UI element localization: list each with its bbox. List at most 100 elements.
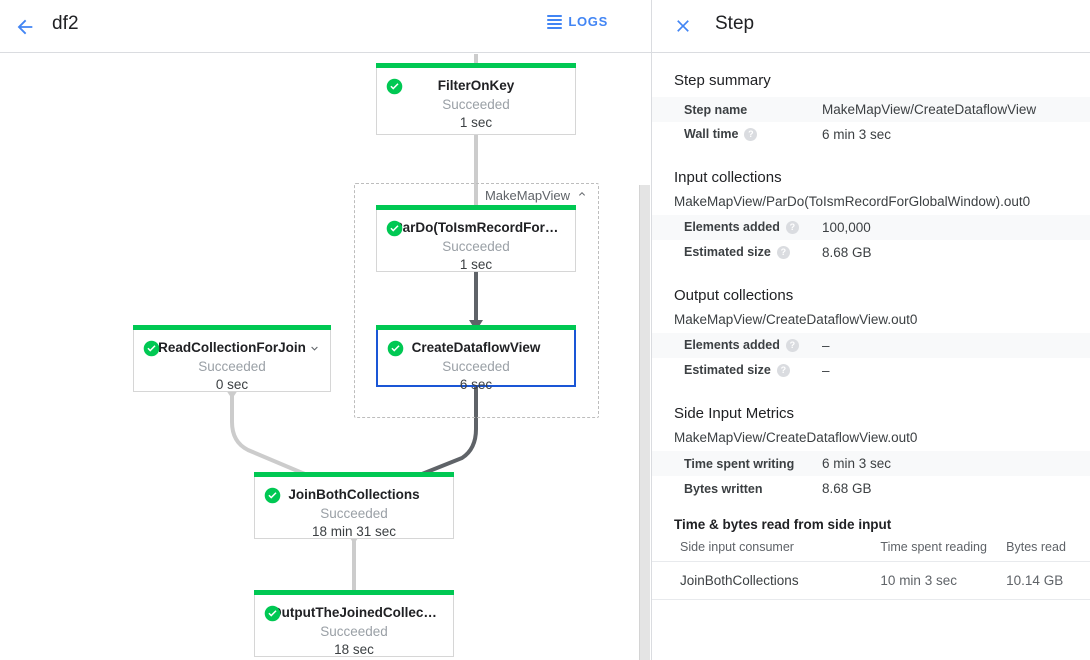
node-name: JoinBothCollections bbox=[288, 487, 420, 502]
step-summary-table: Step name MakeMapView/CreateDataflowView… bbox=[652, 97, 1090, 147]
row-key: Step name bbox=[684, 102, 748, 117]
check-circle-icon bbox=[264, 605, 281, 622]
check-circle-icon bbox=[264, 487, 281, 504]
row-value: – bbox=[822, 338, 830, 353]
status-bar-success bbox=[133, 325, 331, 330]
side-input-consumers-table: Side input consumer Time spent reading B… bbox=[652, 536, 1090, 600]
chevron-up-icon[interactable] bbox=[576, 188, 588, 203]
output-collections-table: Elements added? – Estimated size? – bbox=[652, 333, 1090, 383]
graph-canvas[interactable]: MakeMapView FilterOnKey bbox=[0, 54, 652, 660]
table-row: Wall time? 6 min 3 sec bbox=[652, 122, 1090, 147]
node-name: ReadCollectionForJoin bbox=[158, 340, 306, 355]
column-header-side-input-consumer: Side input consumer bbox=[652, 536, 881, 562]
input-collections-table: Elements added? 100,000 Estimated size? … bbox=[652, 215, 1090, 265]
cell-bytes-read: 10.14 GB bbox=[1006, 561, 1090, 600]
check-circle-icon bbox=[387, 340, 404, 357]
graph-node-read-collection-for-join[interactable]: ReadCollectionForJoin Succeeded 0 sec bbox=[133, 325, 331, 392]
table-row: Elements added? 100,000 bbox=[652, 215, 1090, 240]
panel-title: Step bbox=[715, 13, 755, 34]
section-heading-input-collections: Input collections bbox=[674, 169, 782, 186]
page-title: df2 bbox=[52, 13, 79, 34]
node-status: Succeeded bbox=[442, 97, 510, 112]
status-bar-success bbox=[376, 205, 576, 210]
node-duration: 0 sec bbox=[215, 377, 249, 392]
node-status: Succeeded bbox=[198, 359, 266, 374]
logs-list-icon bbox=[547, 14, 563, 29]
help-icon[interactable]: ? bbox=[744, 127, 758, 141]
node-name: ParDo(ToIsmRecordFor… bbox=[393, 220, 559, 235]
table-header-row: Side input consumer Time spent reading B… bbox=[652, 536, 1090, 562]
top-app-bar: df2 LOGS bbox=[0, 0, 652, 53]
table-row: Elements added? – bbox=[652, 333, 1090, 358]
row-key: Elements added bbox=[684, 338, 780, 353]
row-value: 6 min 3 sec bbox=[822, 456, 892, 471]
subsection-heading-time-bytes-read: Time & bytes read from side input bbox=[674, 517, 892, 532]
group-make-map-view[interactable]: MakeMapView bbox=[354, 183, 599, 418]
group-label-make-map-view[interactable]: MakeMapView bbox=[485, 188, 588, 203]
node-duration: 18 min 31 sec bbox=[311, 524, 397, 539]
node-status: Succeeded bbox=[442, 359, 510, 374]
node-duration: 6 sec bbox=[459, 377, 493, 392]
node-duration: 18 sec bbox=[334, 642, 374, 657]
row-key: Bytes written bbox=[684, 481, 763, 496]
status-bar-success bbox=[376, 63, 576, 68]
help-icon[interactable]: ? bbox=[785, 220, 799, 234]
status-bar-success bbox=[254, 472, 454, 477]
status-bar-success bbox=[254, 590, 454, 595]
panel-header: Step bbox=[652, 0, 1090, 53]
row-value: 100,000 bbox=[822, 220, 871, 235]
help-icon[interactable]: ? bbox=[776, 363, 790, 377]
table-row: Bytes written 8.68 GB bbox=[652, 476, 1090, 501]
side-input-metrics-table: Time spent writing 6 min 3 sec Bytes wri… bbox=[652, 451, 1090, 501]
table-row: Time spent writing 6 min 3 sec bbox=[652, 451, 1090, 476]
job-graph-pane: df2 LOGS bbox=[0, 0, 652, 660]
output-collection-name: MakeMapView/CreateDataflowView.out0 bbox=[674, 312, 918, 327]
group-name: MakeMapView bbox=[484, 188, 570, 203]
row-value: 8.68 GB bbox=[822, 481, 872, 496]
status-bar-success bbox=[376, 325, 576, 330]
close-icon[interactable] bbox=[671, 14, 695, 38]
row-key: Estimated size bbox=[684, 363, 771, 378]
node-status: Succeeded bbox=[442, 239, 510, 254]
logs-button[interactable]: LOGS bbox=[547, 14, 608, 29]
help-icon[interactable]: ? bbox=[785, 338, 799, 352]
row-value: MakeMapView/CreateDataflowView bbox=[822, 102, 1037, 117]
row-value: 8.68 GB bbox=[822, 245, 872, 260]
column-header-time-spent-reading: Time spent reading bbox=[880, 536, 1007, 562]
arrow-back-icon[interactable] bbox=[10, 12, 40, 42]
table-row: Estimated size? – bbox=[652, 358, 1090, 383]
graph-node-join-both-collections[interactable]: JoinBothCollections Succeeded 18 min 31 … bbox=[254, 472, 454, 539]
row-key: Estimated size bbox=[684, 245, 771, 260]
node-status: Succeeded bbox=[320, 506, 388, 521]
check-circle-icon bbox=[143, 340, 160, 357]
check-circle-icon bbox=[386, 78, 403, 95]
row-key: Time spent writing bbox=[684, 456, 795, 471]
table-row: JoinBothCollections 10 min 3 sec 10.14 G… bbox=[652, 561, 1090, 600]
help-icon[interactable]: ? bbox=[776, 245, 790, 259]
node-duration: 1 sec bbox=[459, 115, 493, 130]
node-status: Succeeded bbox=[320, 624, 388, 639]
graph-node-create-dataflow-view[interactable]: CreateDataflowView Succeeded 6 sec bbox=[376, 325, 576, 392]
section-heading-step-summary: Step summary bbox=[674, 72, 771, 89]
node-duration: 1 sec bbox=[459, 257, 493, 272]
pane-divider bbox=[651, 0, 652, 660]
chevron-down-icon[interactable] bbox=[308, 342, 321, 360]
input-collection-name: MakeMapView/ParDo(ToIsmRecordForGlobalWi… bbox=[674, 194, 1031, 209]
side-input-collection-name: MakeMapView/CreateDataflowView.out0 bbox=[674, 430, 918, 445]
graph-scrollbar-thumb[interactable] bbox=[639, 185, 650, 660]
row-value: – bbox=[822, 363, 830, 378]
column-header-bytes-read: Bytes read bbox=[1006, 536, 1090, 562]
node-name: OutputTheJoinedCollec… bbox=[271, 605, 437, 620]
graph-node-filter-on-key[interactable]: FilterOnKey Succeeded 1 sec bbox=[376, 63, 576, 135]
table-row: Estimated size? 8.68 GB bbox=[652, 240, 1090, 265]
graph-node-output-the-joined-collection[interactable]: OutputTheJoinedCollec… Succeeded 18 sec bbox=[254, 590, 454, 657]
row-key: Wall time bbox=[684, 127, 739, 142]
graph-node-pardo-to-ism-record[interactable]: ParDo(ToIsmRecordFor… Succeeded 1 sec bbox=[376, 205, 576, 272]
row-key: Elements added bbox=[684, 220, 780, 235]
step-details-panel: Step Step summary Step name MakeMapView/… bbox=[652, 0, 1090, 660]
cell-side-input-consumer: JoinBothCollections bbox=[652, 561, 881, 600]
panel-body: Step summary Step name MakeMapView/Creat… bbox=[652, 53, 1090, 600]
table-row: Step name MakeMapView/CreateDataflowView bbox=[652, 97, 1090, 122]
cell-time-spent-reading: 10 min 3 sec bbox=[880, 561, 1007, 600]
